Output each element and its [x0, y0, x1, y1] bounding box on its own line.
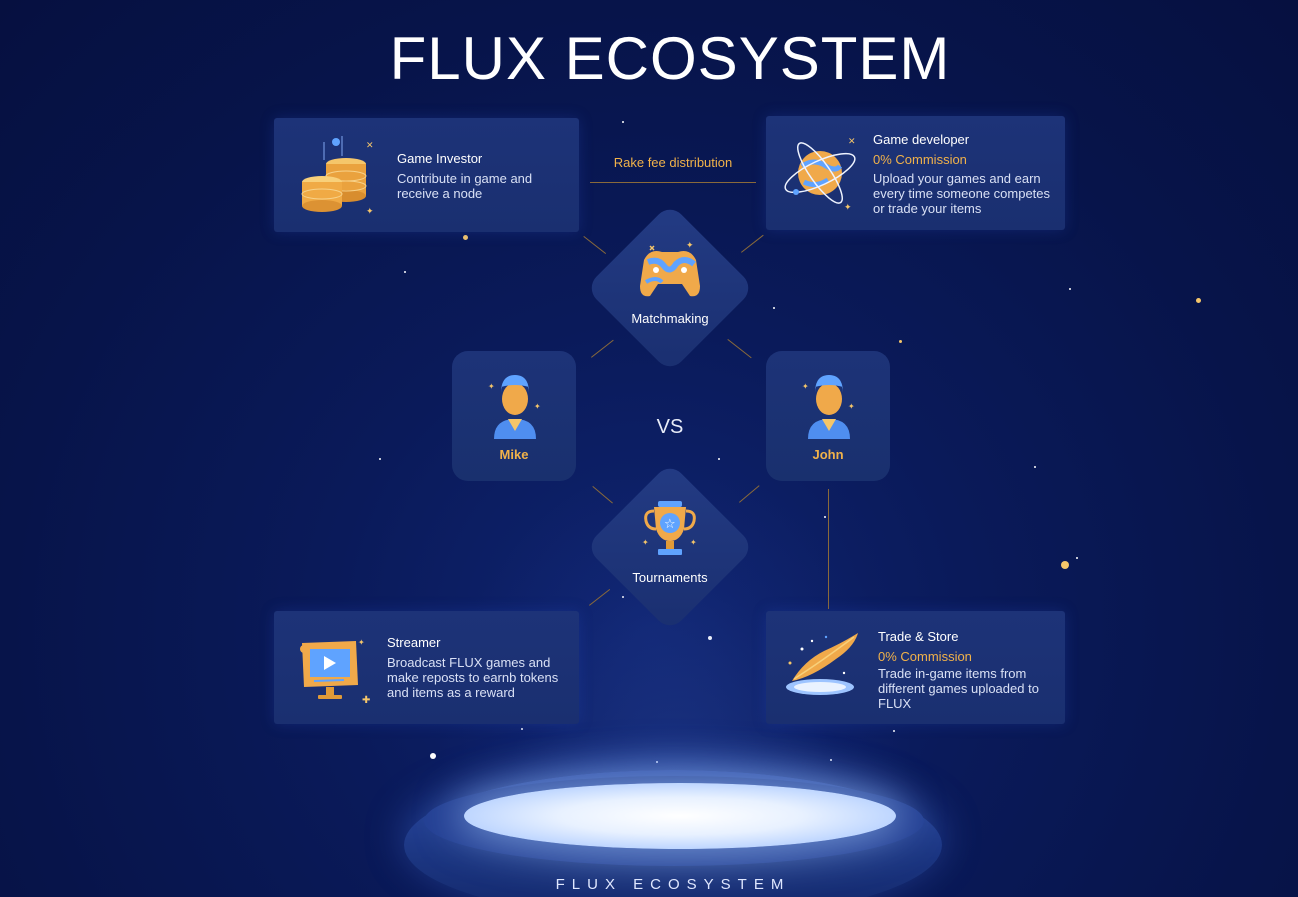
- player-name: John: [812, 447, 844, 462]
- star: [1034, 466, 1036, 468]
- card-desc-line: Trade in-game items from: [878, 666, 1027, 681]
- card-desc-line: FLUX: [878, 696, 912, 711]
- star: [1076, 557, 1078, 559]
- star: [1196, 298, 1201, 303]
- user-avatar-icon: ✦ ✦: [488, 375, 541, 439]
- card-desc-line: Contribute in game and: [397, 171, 533, 186]
- star: [379, 458, 381, 460]
- svg-text:✦: ✦: [642, 538, 649, 547]
- svg-text:✦: ✦: [690, 538, 697, 547]
- matchmaking-node: ✦ Matchmaking: [585, 203, 755, 373]
- user-avatar-icon: ✦ ✦: [802, 375, 855, 439]
- rake-fee-label: Rake fee distribution: [613, 155, 733, 170]
- node-label: Tournaments: [632, 570, 708, 585]
- svg-text:✕: ✕: [848, 137, 856, 147]
- card-title: Game Investor: [397, 151, 483, 166]
- tournaments-node: ☆ ✦ ✦ Tournaments: [585, 462, 755, 632]
- card-desc-line: make reposts to earnb tokens: [387, 670, 559, 685]
- star: [656, 761, 658, 763]
- star: [404, 271, 406, 273]
- player-card-right: ✦ ✦ John: [766, 351, 890, 481]
- svg-text:✦: ✦: [358, 638, 365, 647]
- star: [824, 516, 826, 518]
- trade-store-card: Trade & Store 0% Commission Trade in-gam…: [766, 611, 1065, 724]
- star: [463, 235, 468, 240]
- star: [521, 728, 523, 730]
- player-card-left: ✦ ✦ Mike: [452, 351, 576, 481]
- game-developer-card: ✕ ✦ Game developer 0% Commission Upload …: [766, 116, 1065, 230]
- connector-line-vertical: [828, 489, 829, 609]
- svg-text:✦: ✦: [366, 207, 374, 217]
- star: [893, 730, 895, 732]
- star: [830, 759, 832, 761]
- svg-text:✕: ✕: [366, 141, 374, 151]
- card-desc-line: and items as a reward: [387, 685, 515, 700]
- svg-text:✦: ✦: [802, 382, 809, 391]
- card-desc-line: or trade your items: [873, 201, 982, 216]
- svg-text:✦: ✦: [848, 402, 855, 411]
- podium-label: FLUX ECOSYSTEM: [555, 876, 791, 893]
- star: [1061, 561, 1069, 569]
- player-name: Mike: [499, 447, 529, 462]
- monitor-play-icon: ✚ ✦: [300, 638, 370, 706]
- connector-line-rake: [590, 182, 756, 183]
- card-subtitle: 0% Commission: [878, 649, 972, 664]
- planet-orbit-icon: ✕ ✦: [784, 137, 856, 213]
- card-title: Streamer: [387, 635, 441, 650]
- svg-text:✦: ✦: [844, 203, 852, 213]
- card-title: Trade & Store: [878, 629, 959, 644]
- star: [708, 636, 712, 640]
- svg-text:✦: ✦: [534, 402, 541, 411]
- svg-text:☆: ☆: [664, 517, 676, 532]
- star: [1069, 288, 1071, 290]
- star: [622, 596, 624, 598]
- star: [773, 307, 775, 309]
- card-desc-line: every time someone competes: [873, 186, 1051, 201]
- star: [899, 340, 902, 343]
- page-title: FLUX ECOSYSTEM: [389, 25, 951, 92]
- card-desc-line: different games uploaded to: [878, 681, 1039, 696]
- podium-glow: [464, 783, 896, 849]
- card-title: Game developer: [873, 132, 970, 147]
- gamepad-icon: ✦: [640, 241, 700, 297]
- star: [430, 753, 436, 759]
- streamer-card: ✚ ✦ Streamer Broadcast FLUX games and ma…: [274, 611, 579, 724]
- vs-label: VS: [656, 416, 684, 438]
- svg-text:✚: ✚: [362, 695, 370, 706]
- game-investor-card: ✕ ✦ Game Investor Contribute in game and…: [274, 118, 579, 232]
- star: [718, 458, 720, 460]
- node-label: Matchmaking: [631, 311, 709, 326]
- star: [622, 121, 624, 123]
- trophy-icon: ☆ ✦ ✦: [642, 501, 697, 555]
- coin-stack-icon: ✕ ✦: [301, 136, 374, 217]
- portal-feather-icon: [786, 633, 858, 695]
- card-desc-line: receive a node: [397, 186, 483, 201]
- card-desc-line: Broadcast FLUX games and: [387, 655, 551, 670]
- card-subtitle: 0% Commission: [873, 152, 967, 167]
- svg-text:✦: ✦: [488, 382, 495, 391]
- svg-text:✦: ✦: [686, 241, 694, 251]
- card-desc-line: Upload your games and earn: [873, 171, 1041, 186]
